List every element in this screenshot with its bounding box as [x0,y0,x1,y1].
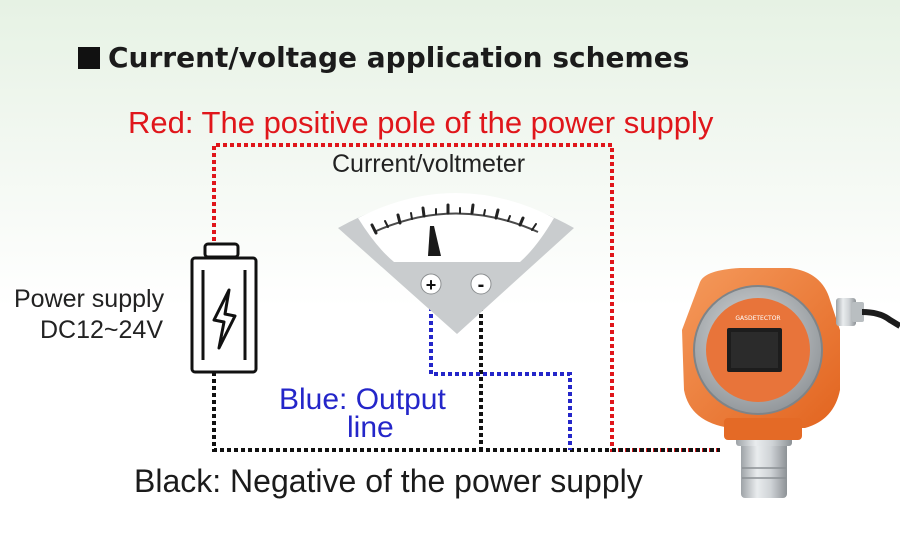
meter-scale-ticks [370,203,537,235]
gas-detector-icon: GASDETECTOR [682,268,900,498]
meter-scale-arc [373,212,539,233]
power-supply-label: Power supply [14,285,165,313]
meter-minus-label: - [478,274,485,296]
meter-plus-terminal [420,273,442,295]
detector-brand-text: GASDETECTOR [735,315,780,322]
meter-scale-area [358,193,554,262]
page-title: Current/voltage application schemes [78,44,689,72]
meter-needle [428,226,441,256]
output-wire [429,293,572,450]
power-supply-voltage-label: DC12~24V [40,316,163,344]
positive-wire-label: Red: The positive pole of the power supp… [128,105,714,140]
meter-icon: + - [338,193,574,334]
lightning-bolt-icon [212,288,237,350]
title-square-icon [78,47,100,69]
meter-plus-label: + [426,275,437,295]
negative-wire-label: Black: Negative of the power supply [134,463,643,499]
meter-minus-terminal [470,273,492,295]
negative-wire [212,372,720,452]
battery-icon [190,242,258,374]
output-wire-label-line2: line [347,411,394,444]
output-wire-label: Blue: Output [279,383,446,416]
meter-label: Current/voltmeter [332,150,526,178]
page-title-text: Current/voltage application schemes [108,41,690,74]
